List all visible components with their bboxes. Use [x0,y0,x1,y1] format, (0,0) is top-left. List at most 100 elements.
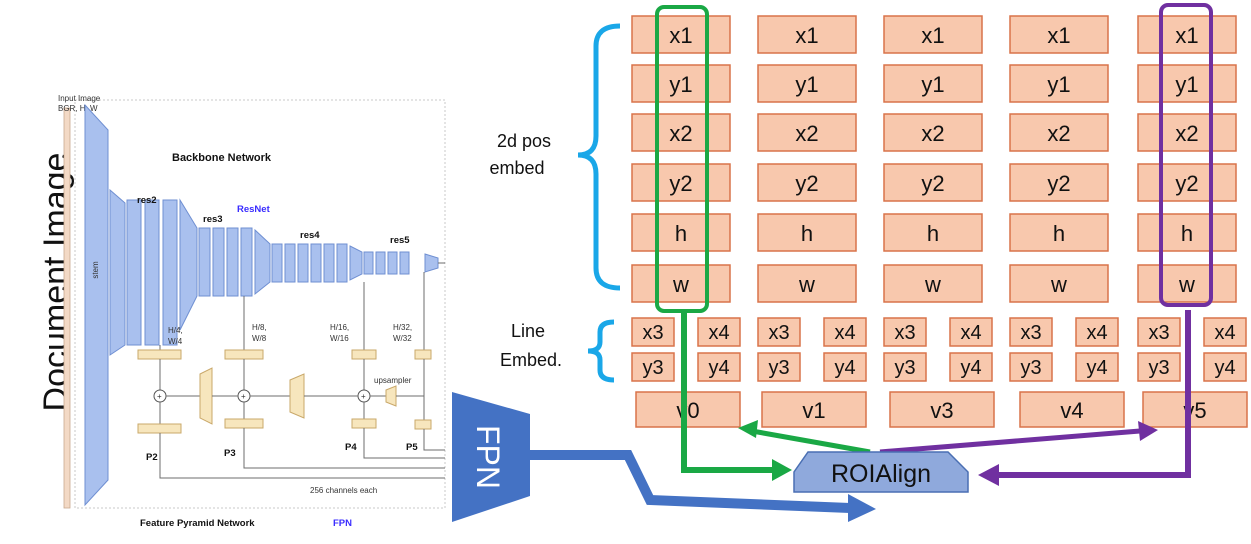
pos-embed-cell [1009,213,1109,252]
green-highlight-column [655,5,709,313]
token-cell [1019,391,1125,428]
roialign-label: ROIAlign [831,460,931,488]
pos-embed-cell-label: w [798,272,815,297]
output-label-p2: P2 [146,452,158,463]
res4-block [323,243,335,283]
lateral-conv [224,349,264,360]
line-embed-label-2: Embed. [500,350,562,370]
green-return-head [738,420,758,438]
line-embed-cell-label: x3 [894,322,915,344]
res3-block [198,227,211,297]
line-embed-brace [587,319,615,383]
line-embed-cell-label: x4 [1086,322,1107,344]
pos-embed-cell-label: x2 [669,121,692,146]
pos-embed-cell-label: y2 [1047,171,1070,196]
pos-embed-cell [757,213,857,252]
pos-embed-cell-label: x1 [921,23,944,48]
scale-label: W/16 [330,334,349,343]
pos-embed-cell-label: h [1181,221,1193,246]
output-conv [137,423,182,434]
pos-embed-cell-label: y2 [921,171,944,196]
token-cell [761,391,867,428]
res2-block [144,199,160,346]
pos-embed-cell-label: y2 [669,171,692,196]
pos-embed-cell [1009,113,1109,152]
pos-embed-label: 2d pos [497,131,551,151]
pos-embed-cell-label: h [801,221,813,246]
scale-label: W/32 [393,334,412,343]
scale-label: H/32, [393,323,412,332]
line-embed-cell-label: y4 [708,357,729,379]
pos-embed-cell [1137,64,1237,103]
line-embed-cell [1009,317,1053,347]
line-embed-cell-label: x4 [1214,322,1235,344]
token-cell [635,391,741,428]
token-cell-label: v0 [676,398,699,423]
token-cell [889,391,995,428]
pos-embed-cell-label: x1 [1047,23,1070,48]
res3-block [212,227,225,297]
line-embed-cell [823,317,867,347]
upsampler-block [289,373,305,419]
token-cell-label: v4 [1060,398,1083,423]
pos-embed-cell-label: y1 [1047,72,1070,97]
pos-embed-cell [1009,163,1109,202]
fpn-block-label: FPN [470,425,506,489]
lateral-conv [351,349,377,360]
line-embed-cell [697,352,741,382]
pos-embed-cell [631,113,731,152]
res4-block [336,243,348,283]
upsampler-block [199,367,213,425]
token-cell [1142,391,1248,428]
arrows [530,310,1191,522]
scale-label: H/4, [168,326,183,335]
line-embed-cell-label: y4 [1214,357,1235,379]
pos-embed-cell [631,163,731,202]
output-conv [414,419,432,430]
pos-embed-cell-label: y1 [669,72,692,97]
res4-block [284,243,296,283]
pos-embed-cell [631,213,731,252]
output-label-p5: P5 [406,442,418,453]
pos-embed-cell [883,264,983,303]
pos-embed-cell [1137,113,1237,152]
scale-label: H/8, [252,323,267,332]
purple-path [995,310,1191,478]
output-bus [159,433,445,479]
stage-label-res5: res5 [390,235,410,246]
line-embed-cell [949,317,993,347]
res5-tail [424,253,439,273]
pos-embed-cell [883,213,983,252]
line-embed-cell [883,352,927,382]
line-embed-cell [1009,352,1053,382]
pos-embed-cell [883,64,983,103]
pos-embed-cell-label: h [675,221,687,246]
resnet-label: ResNet [237,204,271,215]
purple-highlight-column [1159,3,1213,307]
stage-label-res3: res3 [203,214,223,225]
res5-block [387,251,398,275]
lateral-conv [414,349,432,360]
line-embed-cell [757,352,801,382]
pos-embed-cell-label: x2 [795,121,818,146]
pos-embed-cell-label: w [1050,272,1067,297]
pos-embed-label-2: embed [489,158,544,178]
line-embed-cell-label: x4 [834,322,855,344]
pos-embed-cell-label: x2 [1047,121,1070,146]
line-embed-cell-label: x3 [1020,322,1041,344]
pos-embed-cell [631,15,731,54]
purple-return-head [1138,421,1158,441]
pos-embed-cell [757,264,857,303]
scale-label: W/8 [252,334,267,343]
stem-block [84,103,109,507]
plus-symbol: + [157,392,162,401]
pos-embed-cell-label: x1 [1175,23,1198,48]
fpn-block [452,392,530,522]
pos-embed-cell [757,15,857,54]
upsampler-label: upsampler [374,376,412,385]
res5-block [363,251,374,275]
backbone-figure: Input Image BGR, H, W stem res2 res3 res… [58,94,446,529]
pos-embed-cell [1137,213,1237,252]
line-embed-cell-label: y3 [894,357,915,379]
